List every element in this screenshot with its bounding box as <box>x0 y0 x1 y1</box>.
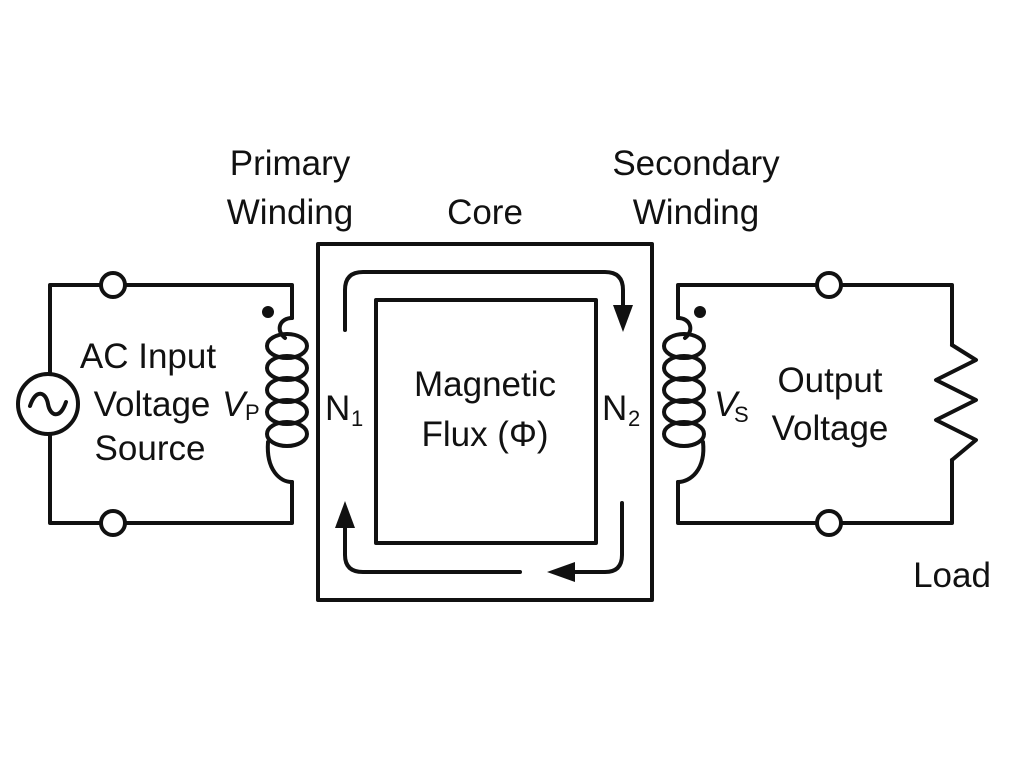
core-outer <box>316 242 654 602</box>
secondary-terminal-bottom <box>815 509 843 537</box>
secondary-wires <box>676 283 954 525</box>
flux-path <box>335 270 633 582</box>
secondary-terminal-top <box>815 271 843 299</box>
primary-polarity-dot <box>262 306 274 318</box>
arrow-left-icon <box>547 562 575 582</box>
flux-arrow-bottom-left <box>343 523 522 574</box>
primary-coil-icon <box>265 316 309 484</box>
secondary-winding-label-1: Secondary <box>612 144 780 183</box>
primary-terminal-top <box>99 271 127 299</box>
n2-subscript: 2 <box>628 406 640 431</box>
ac-source-icon <box>16 372 80 436</box>
source-label-2: Voltage <box>94 385 211 424</box>
flux-arrow-bottom-right <box>568 501 624 574</box>
n1-label: N <box>325 389 350 428</box>
load-label: Load <box>913 556 991 595</box>
primary-wires <box>48 283 294 525</box>
vp-label: V <box>222 385 249 424</box>
output-label-1: Output <box>777 361 882 400</box>
source-label-3: Source <box>95 429 206 468</box>
core-window <box>374 298 598 545</box>
flux-label-2: Flux (Φ) <box>421 415 548 454</box>
arrow-up-icon <box>335 501 355 528</box>
arrow-down-icon <box>613 305 633 332</box>
flux-arrow-top <box>343 270 625 332</box>
primary-winding-label-1: Primary <box>230 144 351 183</box>
primary-winding-label-2: Winding <box>227 193 353 232</box>
load-resistor-icon <box>934 343 978 462</box>
vp-subscript: P <box>245 400 260 425</box>
flux-label-1: Magnetic <box>414 365 556 404</box>
secondary-circuit <box>662 271 978 537</box>
source-label-1: AC Input <box>80 337 216 376</box>
n1-subscript: 1 <box>351 406 363 431</box>
core-label: Core <box>447 193 523 232</box>
output-label-2: Voltage <box>772 409 889 448</box>
secondary-polarity-dot <box>694 306 706 318</box>
n2-label: N <box>602 389 627 428</box>
primary-terminal-bottom <box>99 509 127 537</box>
vs-subscript: S <box>734 402 749 427</box>
vs-label: V <box>714 385 741 424</box>
secondary-winding-label-2: Winding <box>633 193 759 232</box>
primary-circuit <box>16 271 309 537</box>
secondary-coil-icon <box>662 316 706 484</box>
